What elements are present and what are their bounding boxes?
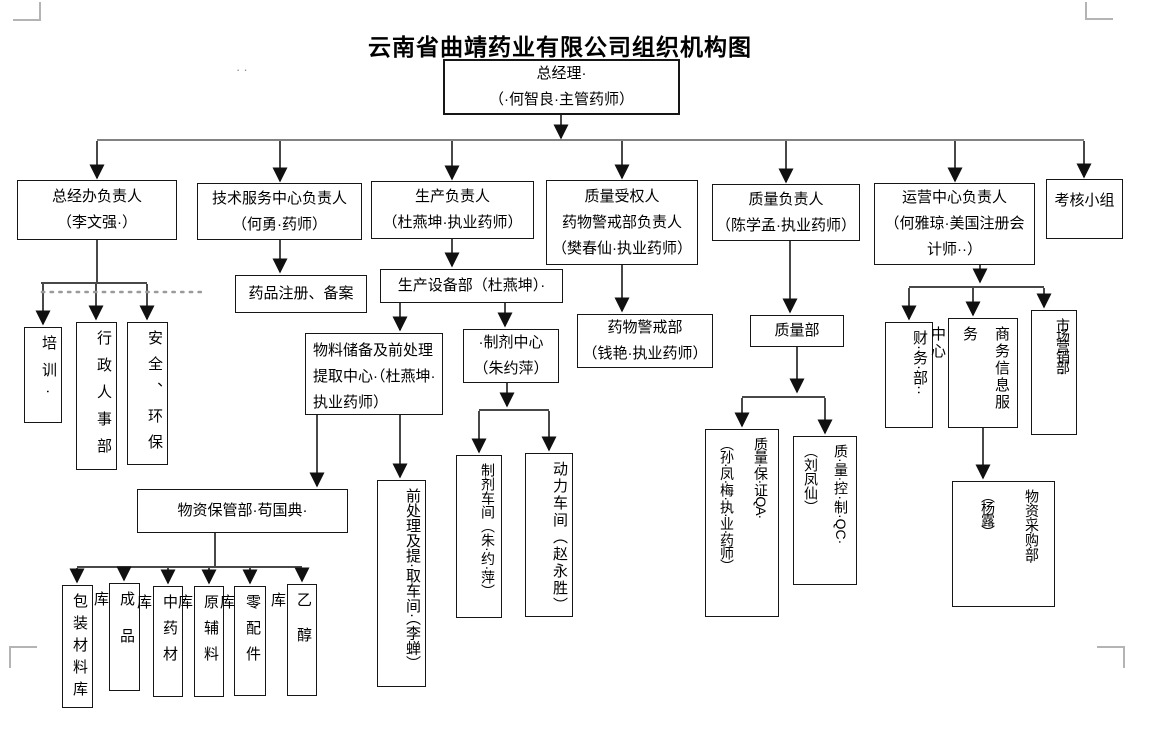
org-box-zlsq: 质量受权人 药物警戒部负责人 （樊春仙·执业药师）	[546, 180, 698, 265]
page-corner-marks	[9, 2, 1125, 668]
org-box-wlcb: 物料储备及前处理 提取中心·（杜燕坤· 执业药师）	[305, 333, 443, 415]
org-box-zlkz: 质·量·控·制·QC· （刘凤仙）	[793, 436, 857, 585]
org-box-kh: 考核小组	[1046, 179, 1123, 239]
org-box-qcl: 前处理及提·取车间·（李蝉）	[377, 480, 426, 687]
org-box-swfw: 商务信息服务 中心	[929, 318, 1018, 428]
org-box-jsfw: 技术服务中心负责人 （何勇·药师）	[197, 183, 362, 240]
org-box-gm: 总经理· （·何智良·主管药师）	[443, 59, 680, 115]
org-box-dlcj: 动力车间（赵永胜）	[525, 453, 573, 617]
org-box-cwb: 财·务·部··	[885, 322, 933, 428]
org-box-scyx: 市·场·营·销·部··	[1031, 310, 1077, 435]
org-box-zlbz: 质量·保·证QA· （孙·凤·梅·执·业·药师）	[705, 429, 779, 617]
org-box-yck: 乙醇库	[269, 584, 317, 696]
org-box-zlb: 质量部	[750, 315, 844, 347]
org-box-aqhb: 安全、环保	[127, 322, 168, 465]
org-box-ypzc: 药品注册、备案	[235, 275, 367, 313]
org-box-wzcg: 物·资·采·购·部· （杨露）	[952, 481, 1055, 607]
org-box-zjzx: ·制剂中心 （朱约萍）	[463, 329, 559, 383]
org-box-yy: 运营中心负责人 （何雅琼·美国注册会 计师··）	[874, 183, 1035, 265]
org-box-scsb: 生产设备部（杜燕坤）·	[380, 269, 563, 303]
org-box-ywjj: 药物警戒部 （钱艳·执业药师）	[577, 314, 713, 368]
org-box-xzrs: 行政人事部	[76, 322, 117, 470]
org-box-zjcj: 制剂车间（朱·约·萍）	[456, 455, 502, 618]
org-box-yflk: 原辅料库	[176, 586, 224, 697]
chart-title: 云南省曲靖药业有限公司组织机构图	[368, 34, 752, 60]
org-box-px: 培训·	[24, 327, 62, 423]
stray-marks: ··	[236, 62, 251, 77]
org-box-bzcl: 包装材料库	[62, 585, 93, 708]
org-box-zlfz: 质量负责人 （陈学孟·执业药师）	[712, 184, 860, 241]
org-box-wzbg: 物资保管部·苟国典·	[137, 489, 348, 533]
org-box-cpk: 成品库	[92, 583, 140, 691]
org-box-lpjk: 零配件库	[218, 586, 266, 696]
org-box-sc: 生产负责人 （杜燕坤·执业药师）	[371, 181, 534, 239]
org-box-zyck: 中药材库	[135, 586, 183, 697]
org-box-zjb: 总经办负责人 （李文强·）	[17, 180, 177, 240]
